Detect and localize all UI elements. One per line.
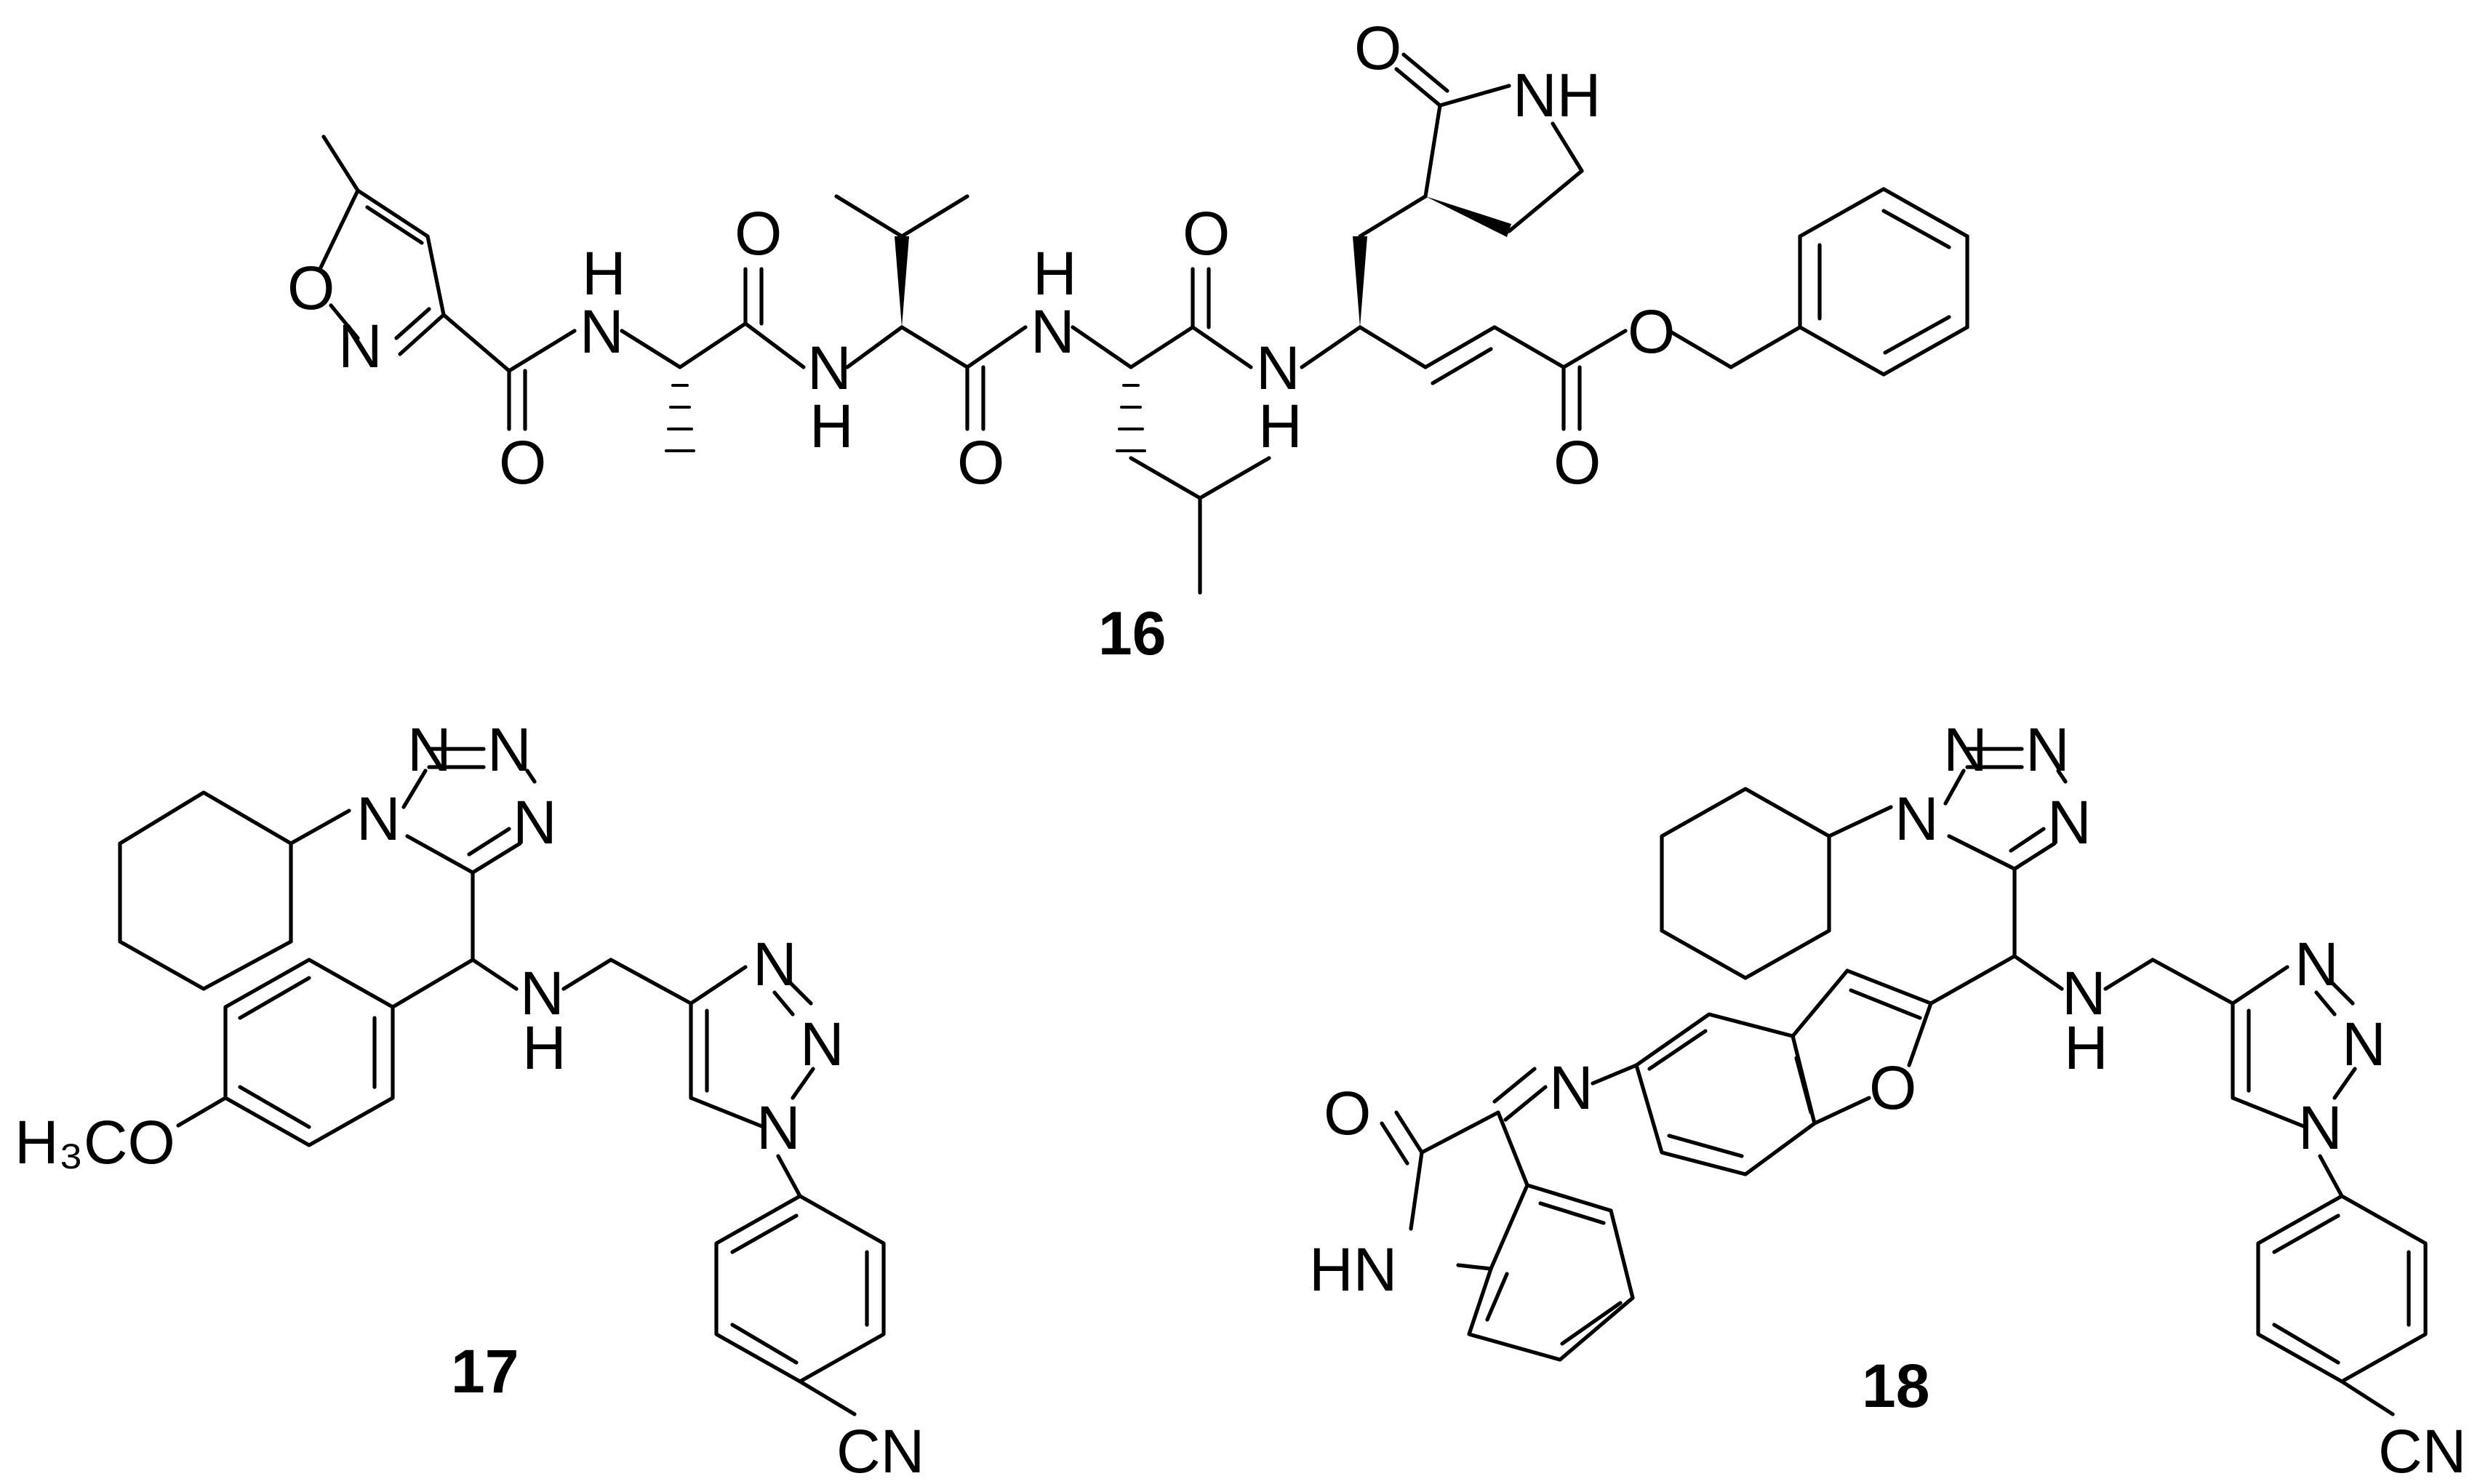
atom-n: N [2295,930,2339,998]
atom-n: N [753,930,797,998]
atom-n: N [2025,715,2070,784]
compound-18-atoms: N N N N N H N N N O N O HN CN [1309,715,2466,1484]
atom-n: N [487,715,532,784]
atom-n: N [1943,715,1988,784]
atom-n: N [2298,1094,2343,1162]
atom-o: O [287,254,335,322]
atom-n: N [800,1010,844,1078]
atom-h: H [582,239,626,308]
atom-o: O [499,428,546,497]
compound-16: O N N H O O N H O N H O N H O NH O O 16 [287,14,1969,667]
compound-16-atoms: O N N H O O N H O N H O N H O NH O O [287,14,1675,497]
compound-label: 16 [1098,599,1166,667]
atom-n: N [513,788,557,857]
atom-o: O [735,199,782,268]
atom-n: N [1895,785,1939,853]
atom-o: O [1628,297,1675,366]
atom-n: N [1549,1054,1593,1122]
atom-n: N [356,785,401,853]
atom-cn: CN [2378,1417,2466,1484]
atom-cn: CN [836,1417,924,1484]
atom-h: H [809,392,854,460]
atom-n: N [580,297,624,366]
atom-o: O [1553,428,1601,497]
compound-label: 17 [451,1337,519,1405]
atom-n: N [2047,788,2092,857]
atom-n: N [520,959,564,1027]
atom-hn: HN [1309,1235,1397,1304]
atom-h: H [1258,392,1303,460]
compound-16-bonds [318,52,1969,595]
atom-n: N [807,334,852,402]
atom-n: N [338,312,383,380]
atom-o: O [1354,14,1401,82]
atom-n: N [756,1094,801,1162]
atom-och3: H₃CO [15,1108,175,1176]
atom-n: N [1031,297,1075,366]
atom-h: H [2064,1014,2108,1082]
compound-17-atoms: N N N N N H N N N H₃CO CN [15,715,924,1484]
compound-label: 18 [1862,1352,1929,1420]
atom-h: H [1033,239,1077,308]
atom-n: N [1256,334,1300,402]
atom-o: O [1324,1079,1371,1147]
atom-h: H [522,1014,567,1082]
compound-17: N N N N N H N N N H₃CO CN 17 [15,715,924,1484]
compound-18-bonds [1380,747,2428,1416]
atom-n: N [2062,959,2106,1027]
compound-17-bonds [118,747,886,1416]
atom-o: O [957,428,1004,497]
atom-o: O [1869,1054,1916,1122]
atom-nh: NH [1513,61,1601,129]
atom-o: O [1183,199,1230,268]
compound-18: N N N N N H N N N O N O HN CN 18 [1309,715,2466,1484]
atom-n: N [407,715,452,784]
atom-n: N [2342,1010,2386,1078]
